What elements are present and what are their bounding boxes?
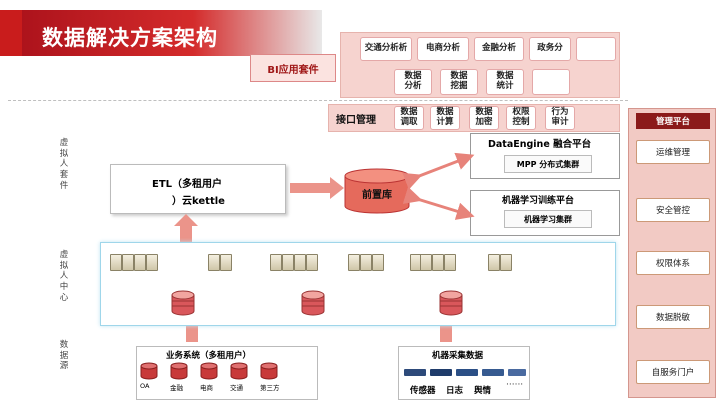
business-box	[136, 346, 318, 400]
business-system-label: 电商	[200, 384, 213, 392]
machine-label-opinion: 舆情	[474, 386, 492, 396]
iface-card-permission: 权限 控制	[506, 106, 536, 130]
server-icon	[488, 254, 500, 271]
business-title: 业务系统（多租用户）	[166, 351, 252, 361]
front-db-cylinder	[344, 168, 410, 214]
title-banner	[0, 10, 322, 56]
server-icon	[348, 254, 360, 271]
server-icon	[444, 254, 456, 271]
machine-devices	[404, 363, 526, 381]
server-icon	[306, 254, 318, 271]
mgmt-desensitize: 数据脱敏	[636, 305, 710, 329]
business-system-icon: 第三方	[260, 362, 280, 392]
bi-card-data-stats: 数据 统计	[486, 69, 524, 95]
machine-label-log: 日志	[446, 386, 464, 396]
server-icon	[208, 254, 220, 271]
mgmt-security: 安全管控	[636, 198, 710, 222]
server-cluster	[100, 242, 616, 326]
server-icon	[134, 254, 146, 271]
etl-line2: ）云kettle	[172, 196, 225, 207]
interface-label: 接口管理	[336, 114, 376, 126]
title-accent-bar	[0, 10, 22, 56]
server-icon	[360, 254, 372, 271]
bi-card-data-analysis: 数据 分析	[394, 69, 432, 95]
business-system-label: 第三方	[260, 384, 280, 392]
ml-title: 机器学习训练平台	[502, 196, 575, 206]
machine-label-sensor: 传感器	[410, 386, 436, 396]
iface-card-fetch: 数据 调取	[394, 106, 424, 130]
bi-card-finance: 金融分析	[474, 37, 524, 61]
mgmt-ops: 运维管理	[636, 140, 710, 164]
business-system-label: 金融	[170, 384, 183, 392]
server-icon	[270, 254, 282, 271]
management-title: 管理平台	[636, 113, 710, 129]
iface-card-audit: 行为 审计	[545, 106, 575, 130]
bi-suite-label: BI应用套件	[250, 54, 336, 82]
machine-ellipsis: ······	[506, 380, 524, 390]
bi-card-government: 政务分	[529, 37, 571, 61]
business-system-icon: 电商	[200, 362, 218, 392]
business-db-row: OA 金融 电商 交通 第三方	[140, 362, 316, 398]
machine-title: 机器采集数据	[432, 351, 484, 361]
etl-line1: ETL（多租用户	[152, 179, 223, 190]
database-stack-icon	[439, 290, 463, 316]
side-label-data-source: 数据源	[59, 340, 69, 372]
iface-card-compute: 数据 计算	[430, 106, 460, 130]
mgmt-permission: 权限体系	[636, 251, 710, 275]
business-system-label: OA	[140, 382, 150, 390]
iface-card-encrypt: 数据 加密	[469, 106, 499, 130]
bi-card-empty-2	[532, 69, 570, 95]
page-title: 数据解决方案架构	[42, 26, 218, 50]
server-icon	[146, 254, 158, 271]
etl-box	[110, 164, 286, 214]
server-icon	[500, 254, 512, 271]
business-system-icon: OA	[140, 362, 158, 390]
server-icon	[122, 254, 134, 271]
business-system-icon: 交通	[230, 362, 248, 392]
business-system-label: 交通	[230, 384, 243, 392]
server-icon	[420, 254, 432, 271]
bi-card-data-mining: 数据 挖掘	[440, 69, 478, 95]
divider-line	[8, 100, 628, 101]
server-icon	[372, 254, 384, 271]
side-label-virtual-center: 虚拟人中心	[59, 250, 69, 303]
server-icon	[220, 254, 232, 271]
bi-card-ecommerce: 电商分析	[417, 37, 469, 61]
server-icon	[282, 254, 294, 271]
bi-card-empty	[576, 37, 616, 61]
dataengine-title: DataEngine 融合平台	[488, 139, 592, 150]
mgmt-self-service: 自服务门户	[636, 360, 710, 384]
front-db-label: 前置库	[362, 190, 392, 201]
dataengine-sub: MPP 分布式集群	[504, 155, 592, 173]
business-system-icon: 金融	[170, 362, 188, 392]
server-icon	[432, 254, 444, 271]
database-stack-icon	[301, 290, 325, 316]
side-label-virtual-suite: 虚拟人套件	[59, 138, 69, 191]
database-stack-icon	[171, 290, 195, 316]
bi-card-traffic: 交通分析析	[360, 37, 412, 61]
server-icon	[110, 254, 122, 271]
ml-sub: 机器学习集群	[504, 210, 592, 228]
server-icon	[294, 254, 306, 271]
